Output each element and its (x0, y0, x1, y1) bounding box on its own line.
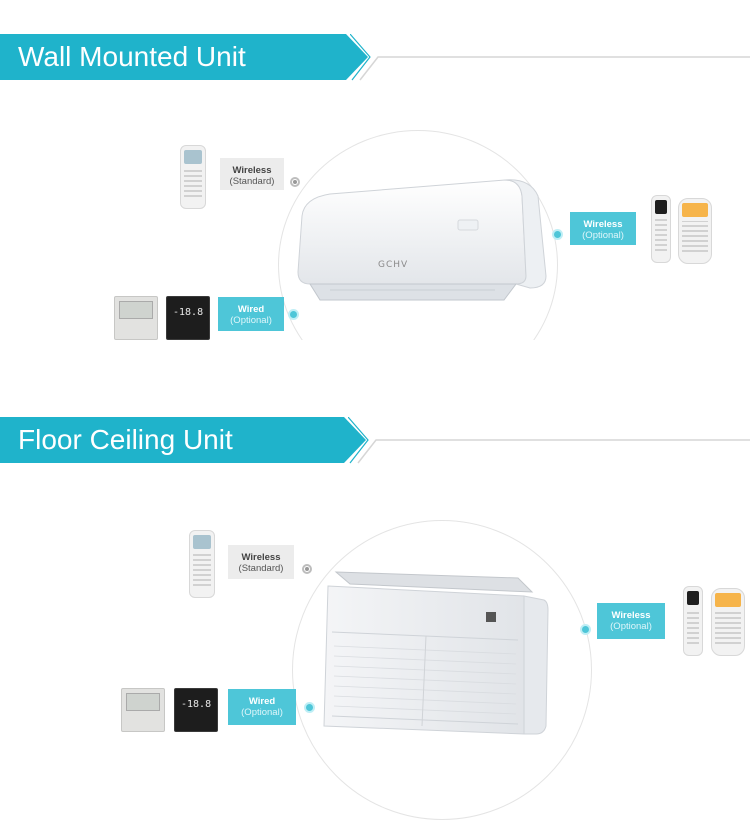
label-sub: (Optional) (230, 315, 272, 326)
label-main: Wireless (241, 552, 281, 563)
wireless-remote-optional (651, 195, 671, 263)
label-main: Wireless (232, 165, 272, 176)
remote-buttons (715, 611, 741, 647)
label-sub: (Optional) (241, 707, 283, 718)
connector-dot (288, 309, 299, 320)
wireless-remote-optional (683, 586, 703, 656)
wired-controller-dark: -18.8 (166, 296, 210, 340)
connector-dot (304, 702, 315, 713)
label-sub: (Optional) (582, 230, 624, 241)
controller-display: -18.8 (181, 699, 212, 710)
floor-ceiling-unit-image (323, 571, 549, 735)
controller-screen (126, 693, 160, 711)
wireless-remote-optional (711, 588, 745, 656)
wireless-remote-standard (180, 145, 206, 209)
remote-buttons (655, 218, 667, 254)
wireless-remote-optional (678, 198, 712, 264)
remote-screen (655, 200, 667, 214)
remote-screen (715, 593, 741, 607)
connector-dot (302, 564, 312, 574)
controller-display: -18.8 (173, 307, 204, 318)
label-wireless-optional: Wireless (Optional) (597, 603, 665, 639)
connector-dot (580, 624, 591, 635)
remote-buttons (193, 553, 211, 589)
remote-buttons (687, 609, 699, 647)
label-wireless-optional: Wireless (Optional) (570, 212, 636, 245)
wall-mounted-unit-image (297, 179, 547, 301)
controller-screen (119, 301, 153, 319)
wireless-remote-standard (189, 530, 215, 598)
remote-screen (682, 203, 708, 217)
section-divider (350, 34, 750, 81)
label-sub: (Standard) (238, 563, 284, 574)
unit-logo: GCHV (378, 260, 409, 270)
connector-dot (552, 229, 563, 240)
label-main: Wireless (583, 219, 623, 230)
label-main: Wired (237, 304, 265, 315)
wired-controller-dark: -18.8 (174, 688, 218, 732)
label-sub: (Standard) (229, 176, 275, 187)
label-wireless-standard: Wireless (Standard) (220, 158, 284, 190)
remote-screen (184, 150, 202, 164)
section-title-floor-ceiling: Floor Ceiling Unit (0, 417, 366, 463)
wired-controller-light (114, 296, 158, 340)
label-wired-optional: Wired (Optional) (228, 689, 296, 725)
remote-buttons (184, 168, 202, 200)
section-divider (348, 417, 750, 464)
remote-screen (193, 535, 211, 549)
label-wireless-standard: Wireless (Standard) (228, 545, 294, 579)
remote-screen (687, 591, 699, 605)
label-main: Wired (248, 696, 276, 707)
section-title-wall-mounted: Wall Mounted Unit (0, 34, 368, 80)
wired-controller-light (121, 688, 165, 732)
remote-buttons (682, 221, 708, 255)
label-wired-optional: Wired (Optional) (218, 297, 284, 331)
connector-dot (290, 177, 300, 187)
label-main: Wireless (611, 610, 651, 621)
label-sub: (Optional) (610, 621, 652, 632)
